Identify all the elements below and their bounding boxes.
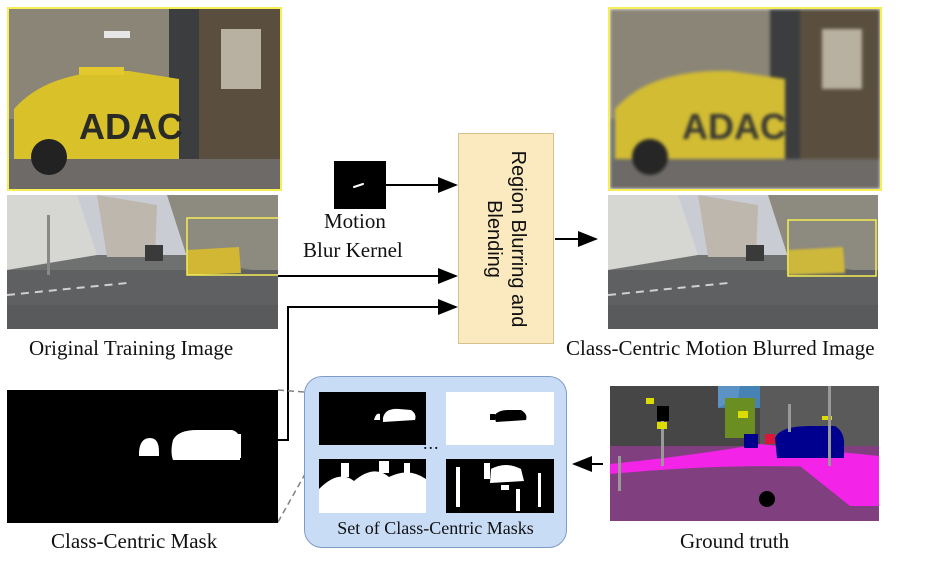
mask-set-label: Set of Class-Centric Masks	[337, 518, 534, 538]
ground-truth-segmentation	[610, 386, 879, 521]
original-crop-image: ADAC	[7, 7, 282, 191]
blurred-image-label: Class-Centric Motion Blurred Image	[566, 336, 875, 360]
mask-thumb-1	[319, 392, 426, 445]
blurred-car-lettering: ADAC	[682, 106, 786, 147]
original-training-image	[7, 195, 278, 329]
mask-label: Class-Centric Mask	[51, 529, 218, 553]
region-blurring-block: Region Blurring and Blending	[458, 133, 554, 344]
mask-thumb-3	[319, 459, 426, 513]
blurred-output-image	[608, 195, 878, 329]
blurred-crop-image: ADAC	[608, 7, 882, 191]
ground-truth-label: Ground truth	[680, 529, 790, 553]
kernel-label-line1: Motion	[324, 209, 386, 233]
mask-set-panel: ... Set of Class-Centric Masks	[304, 376, 567, 548]
motion-blur-kernel-image	[334, 161, 386, 209]
mask-thumb-4	[446, 459, 554, 513]
mask-arrow	[278, 299, 458, 441]
zoom-line-bottom	[277, 450, 319, 523]
mask-set-ellipsis: ...	[423, 433, 440, 453]
region-blurring-label: Region Blurring and Blending	[483, 150, 529, 327]
kernel-label-line2: Blur Kernel	[303, 238, 403, 262]
class-centric-mask-image	[7, 390, 278, 523]
mask-thumb-2	[446, 392, 554, 445]
car-lettering: ADAC	[79, 106, 183, 147]
original-image-label: Original Training Image	[29, 336, 234, 360]
